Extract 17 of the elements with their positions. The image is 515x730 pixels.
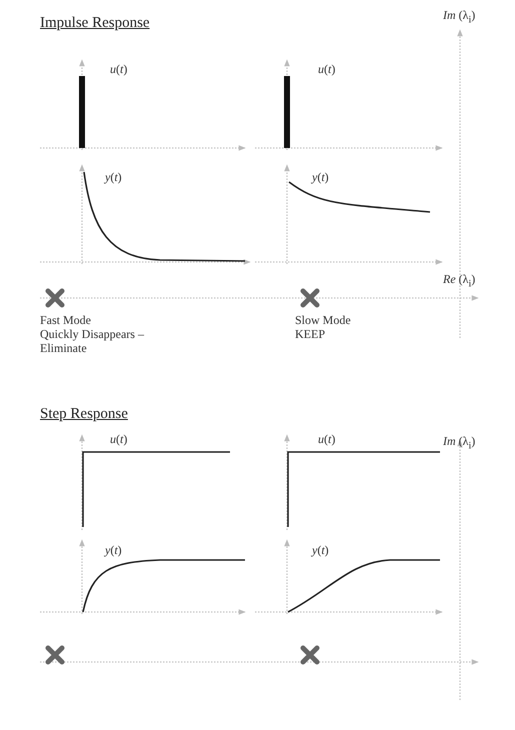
signal-label: u(t) — [318, 432, 336, 446]
signal-label: y(t) — [105, 170, 122, 184]
mode-note: Quickly Disappears – Eliminate — [40, 327, 146, 356]
section-heading: Impulse Response — [40, 14, 150, 32]
mode-label: Fast Mode — [40, 313, 91, 328]
signal-label: y(t) — [312, 170, 329, 184]
signal-label: y(t) — [312, 543, 329, 558]
section-heading: Step Response — [40, 405, 128, 423]
mode-note: KEEP — [295, 327, 325, 342]
signal-label: y(t) — [105, 543, 122, 558]
axis-label: Re (λ$_{i}$) — [443, 272, 476, 290]
signal-label: u(t) — [318, 62, 336, 76]
axis-label: Im (λ$_{i}$) — [443, 434, 476, 452]
axis-label: Im (λ$_{i}$) — [443, 8, 476, 26]
signal-label: u(t) — [110, 62, 128, 76]
mode-label: Slow Mode — [295, 313, 351, 328]
signal-label: u(t) — [110, 432, 128, 446]
